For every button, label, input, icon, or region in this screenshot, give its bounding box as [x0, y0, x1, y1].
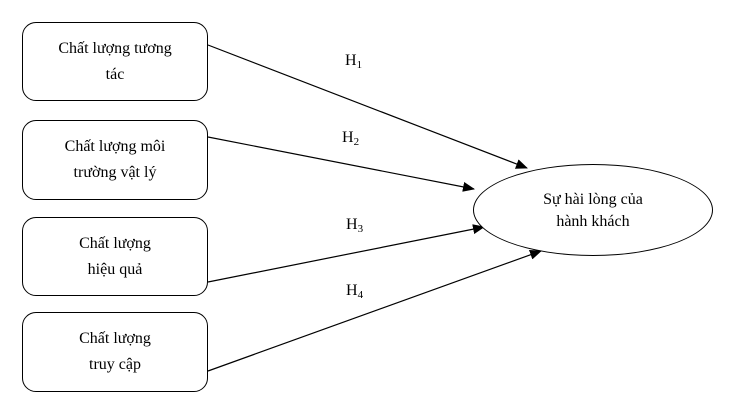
hypothesis-label-h4: H4: [346, 282, 364, 301]
factor-label: Chất lượng môi trường vật lý: [64, 138, 166, 181]
hypothesis-label-h2: H2: [342, 129, 360, 148]
arrow-h2: [207, 136, 475, 192]
arrow-h4: [207, 250, 542, 372]
arrow-h3: [207, 224, 485, 283]
outcome-label: Sự hài lòng của hành khách: [543, 191, 643, 230]
factor-box-outcome-quality: Chất lượng hiệu quả: [22, 217, 208, 296]
outcome-ellipse-passenger-satisfaction: Sự hài lòng của hành khách: [473, 164, 713, 256]
arrow-h1: [207, 44, 528, 169]
factor-box-interaction-quality: Chất lượng tương tác: [22, 22, 208, 101]
factor-label: Chất lượng truy cập: [79, 330, 151, 373]
factor-box-access-quality: Chất lượng truy cập: [22, 312, 208, 392]
hypothesis-label-h3: H3: [346, 216, 364, 235]
hypothesis-label-h1: H1: [345, 52, 363, 71]
factor-label: Chất lượng tương tác: [58, 39, 172, 83]
factor-box-physical-environment-quality: Chất lượng môi trường vật lý: [22, 120, 208, 200]
factor-label: Chất lượng hiệu quả: [79, 234, 151, 278]
